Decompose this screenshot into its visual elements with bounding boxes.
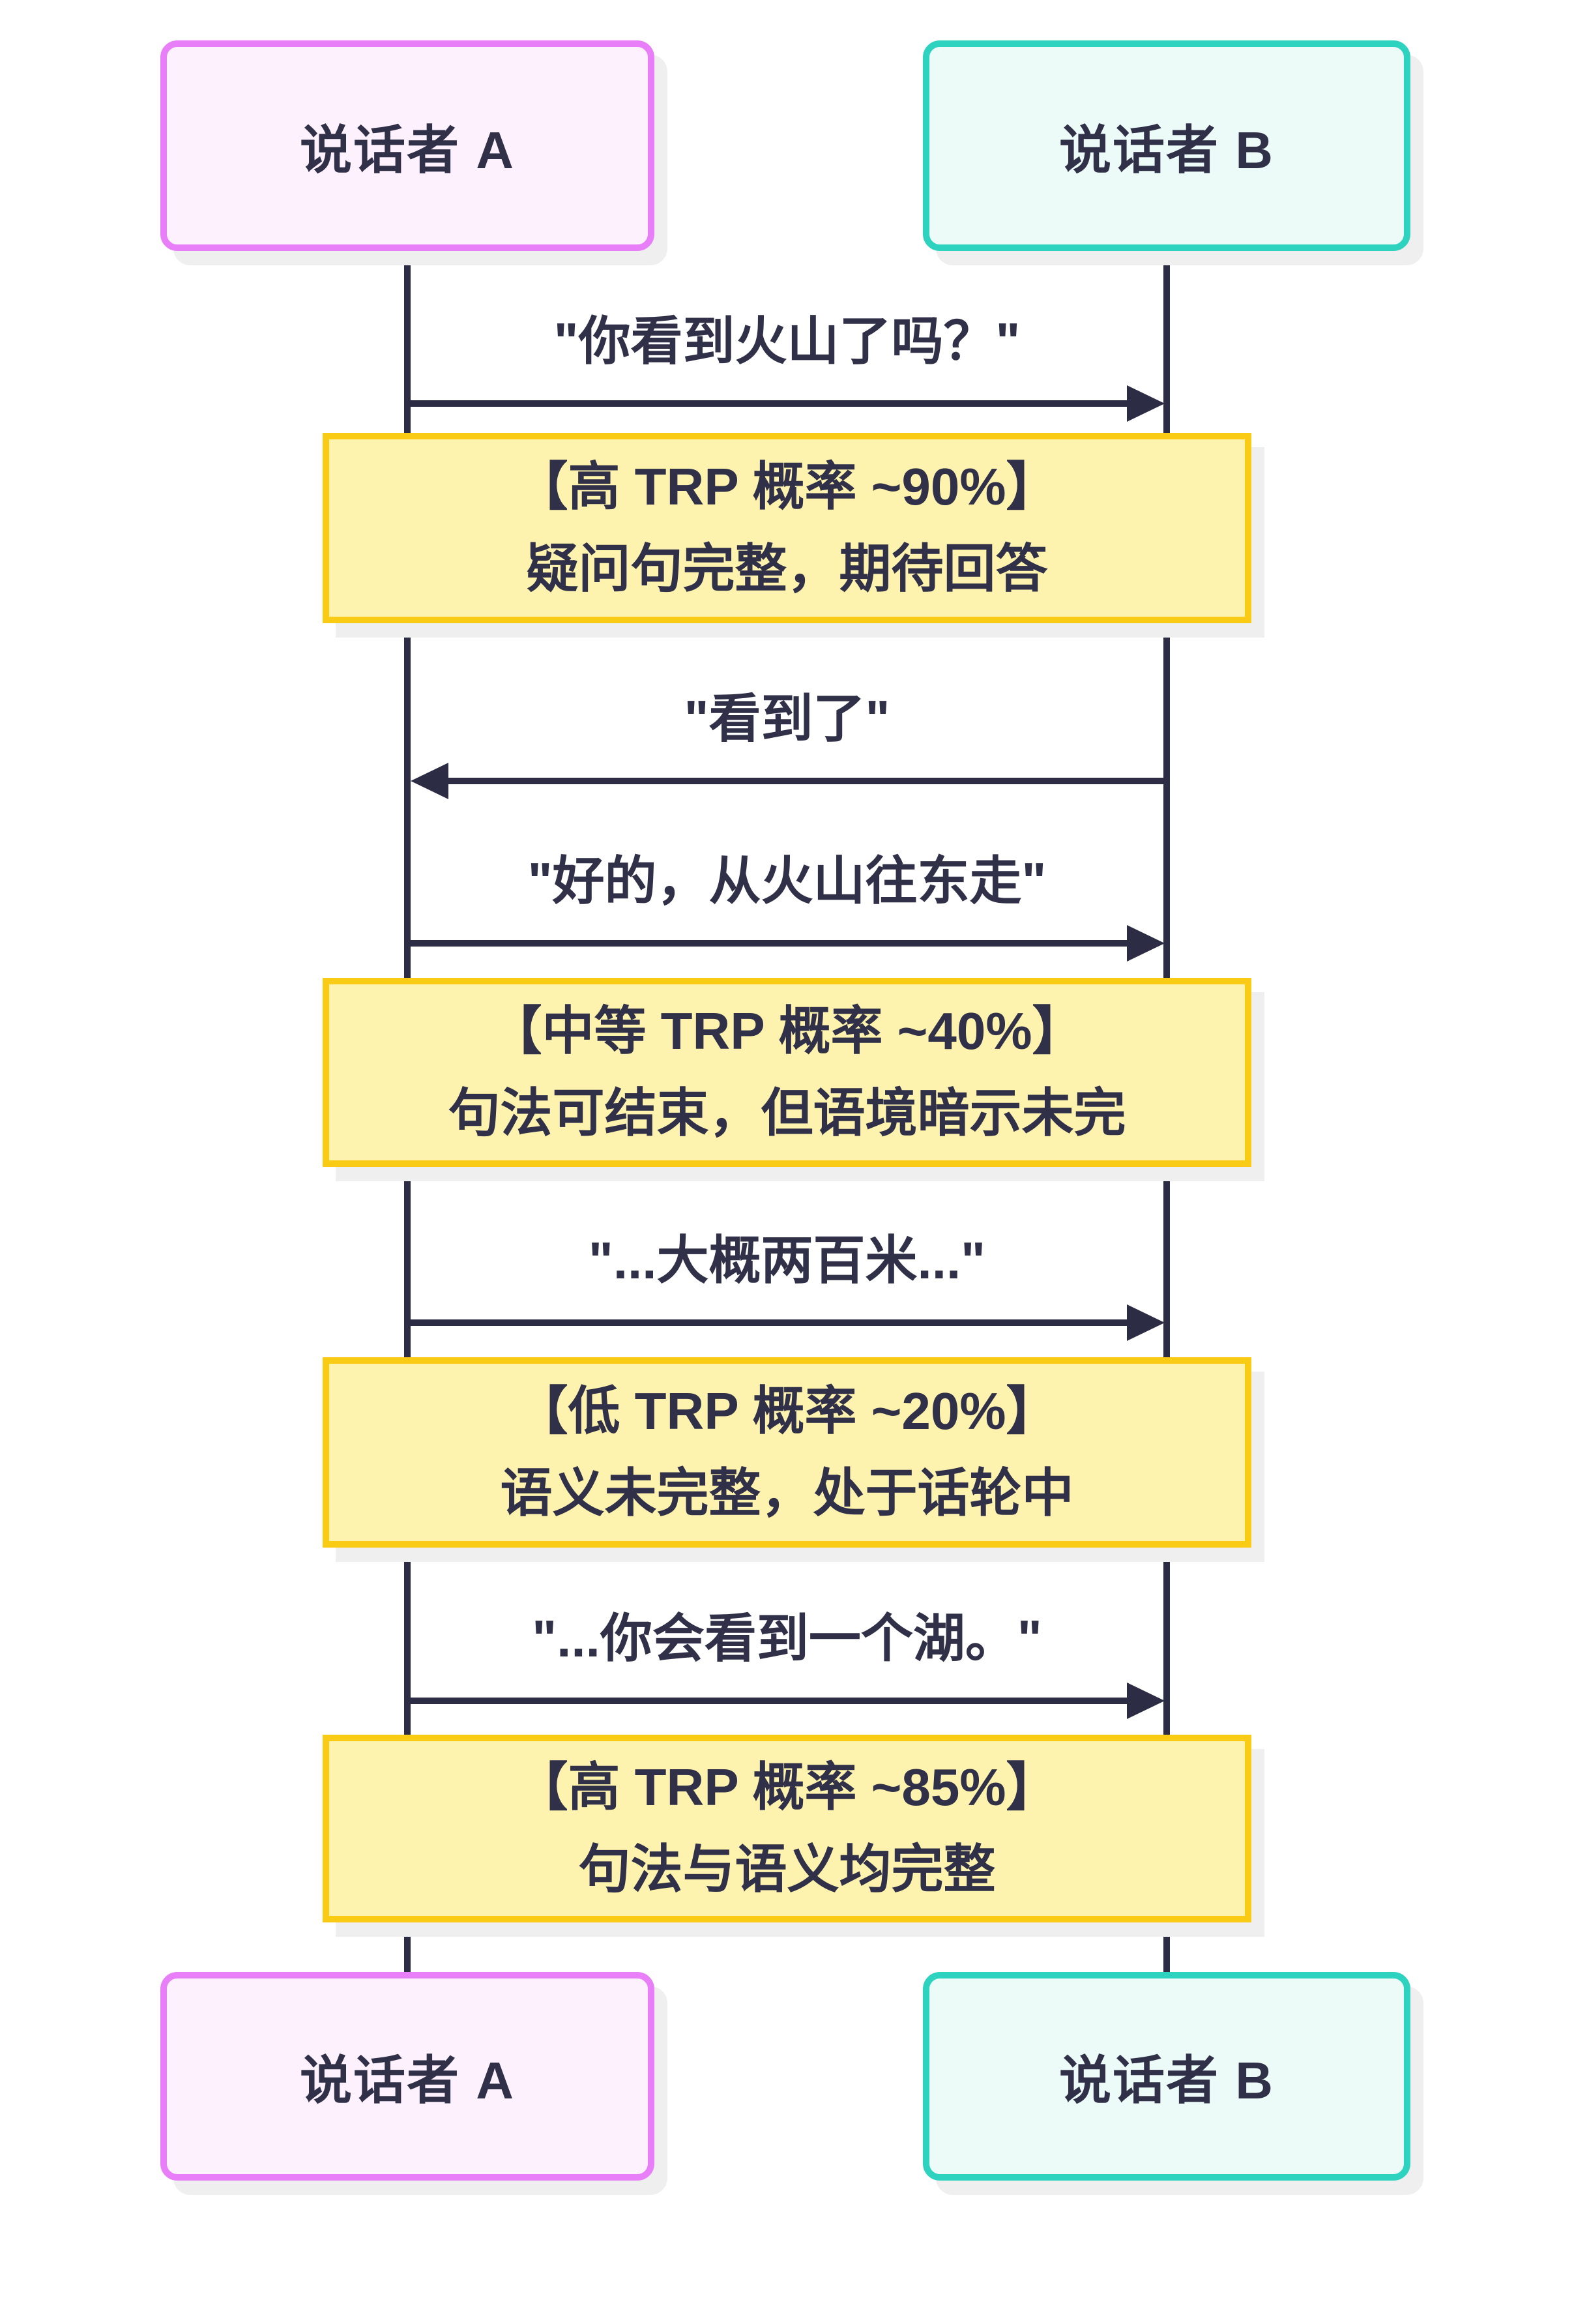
note-body: 语义未完整，处于话轮中	[500, 1464, 1074, 1522]
message-line	[411, 1698, 1127, 1704]
message-label: "看到了"	[684, 690, 890, 748]
actor-label: 说话者 A	[300, 2052, 515, 2110]
message-label: "...大概两百米..."	[588, 1231, 986, 1289]
message-line	[411, 940, 1127, 947]
note-body: 句法与语义均完整	[578, 1840, 996, 1898]
actor-speaker-b-bottom: 说话者 B	[923, 1972, 1410, 2181]
message-label: "...你会看到一个湖。"	[532, 1610, 1042, 1668]
note-title: 【中等 TRP 概率 ~40%】	[489, 1002, 1085, 1060]
actor-label: 说话者 B	[1059, 121, 1274, 179]
note-title: 【低 TRP 概率 ~20%】	[516, 1382, 1058, 1440]
note-body: 疑问句完整，期待回答	[526, 540, 1048, 598]
actor-label: 说话者 A	[300, 121, 515, 179]
note-body: 句法可结束，但语境暗示未完	[448, 1084, 1126, 1142]
trp-note-2: 【中等 TRP 概率 ~40%】 句法可结束，但语境暗示未完	[323, 978, 1251, 1167]
message-line	[447, 778, 1163, 784]
trp-note-4: 【高 TRP 概率 ~85%】 句法与语义均完整	[323, 1735, 1251, 1922]
actor-speaker-b-top: 说话者 B	[923, 40, 1410, 251]
trp-note-1: 【高 TRP 概率 ~90%】 疑问句完整，期待回答	[323, 433, 1251, 623]
actor-speaker-a-bottom: 说话者 A	[160, 1972, 654, 2181]
actor-speaker-a-top: 说话者 A	[160, 40, 654, 251]
message-label: "好的，从火山往东走"	[527, 852, 1047, 910]
arrowhead-right-icon	[1127, 1683, 1165, 1719]
arrowhead-right-icon	[1127, 1304, 1165, 1341]
actor-label: 说话者 B	[1059, 2052, 1274, 2110]
message-line	[411, 1319, 1127, 1326]
message-line	[411, 400, 1127, 407]
trp-note-3: 【低 TRP 概率 ~20%】 语义未完整，处于话轮中	[323, 1357, 1251, 1548]
arrowhead-right-icon	[1127, 385, 1165, 422]
note-title: 【高 TRP 概率 ~85%】	[516, 1758, 1058, 1816]
arrowhead-left-icon	[411, 763, 448, 799]
message-label: "你看到火山了吗？"	[553, 312, 1021, 370]
arrowhead-right-icon	[1127, 925, 1165, 962]
note-title: 【高 TRP 概率 ~90%】	[516, 458, 1058, 516]
